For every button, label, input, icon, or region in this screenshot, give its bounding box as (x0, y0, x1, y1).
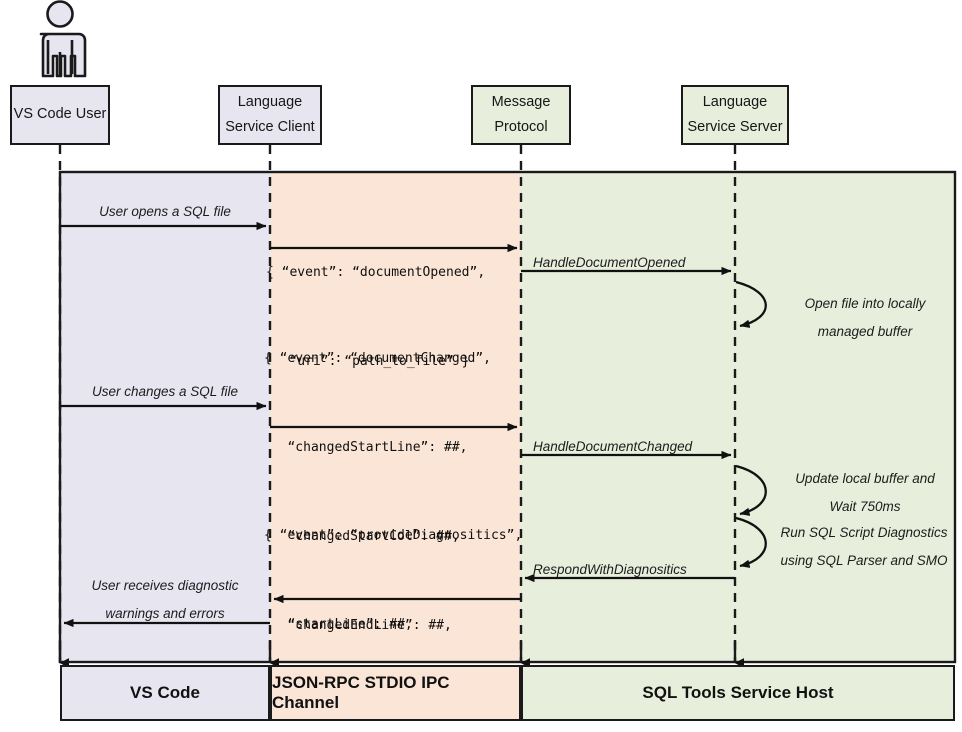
participant-label-line1: Message (491, 93, 551, 110)
participant-label-line2: Service Client (225, 119, 315, 135)
self-loop-update-wait (735, 464, 767, 516)
participant-vs-code-user[interactable]: VS Code User (10, 85, 110, 145)
message-arrows (60, 221, 735, 628)
participant-language-service-client[interactable]: Language Service Client (218, 85, 322, 145)
note-open-buffer: Open file into locally managed buffer (804, 296, 926, 339)
lifeline-bands (58, 170, 957, 664)
participant-label-line1: Language (237, 93, 303, 110)
lifeline-terminators (58, 640, 745, 668)
self-loops (735, 280, 767, 568)
footer-ipc[interactable]: JSON-RPC STDIO IPC Channel (270, 665, 521, 721)
note-run-diagnostics: Run SQL Script Diagnostics using SQL Par… (780, 525, 948, 568)
label-user-opens-file: User opens a SQL file (99, 204, 231, 219)
label-respond-with-diagnostics: RespondWithDiagnositics (533, 562, 687, 577)
footer-host[interactable]: SQL Tools Service Host (521, 665, 955, 721)
footer-label: VS Code (130, 683, 200, 702)
footer-label: JSON-RPC STDIO IPC Channel (272, 673, 450, 712)
note-update-wait: Update local buffer and Wait 750ms (795, 471, 935, 514)
label-handle-document-changed: HandleDocumentChanged (533, 439, 693, 454)
label-user-receives-diagnostics: User receives diagnostic warnings and er… (91, 578, 239, 621)
participant-label-line1: Language (702, 93, 768, 110)
payload-document-opened: { “event”: “documentOpened”, “uri”: “pat… (266, 265, 486, 370)
footer-vs-code[interactable]: VS Code (60, 665, 270, 721)
participant-message-protocol[interactable]: Message Protocol (471, 85, 571, 145)
footer-label: SQL Tools Service Host (642, 683, 834, 702)
actor-figure (39, 0, 87, 78)
ipc-band (270, 172, 521, 662)
label-user-changes-file: User changes a SQL file (91, 384, 239, 399)
self-loop-open-buffer (735, 280, 767, 328)
participant-language-service-server[interactable]: Language Service Server (681, 85, 789, 145)
label-handle-document-opened: HandleDocumentOpened (533, 255, 686, 270)
participant-label-line2: Service Server (687, 119, 783, 135)
participant-label-line2: Protocol (494, 119, 548, 135)
vs-code-band (60, 172, 270, 662)
self-loop-run-diagnostics (735, 516, 767, 568)
lifelines (58, 145, 737, 662)
service-band (521, 172, 955, 662)
participant-label: VS Code User (13, 106, 107, 123)
